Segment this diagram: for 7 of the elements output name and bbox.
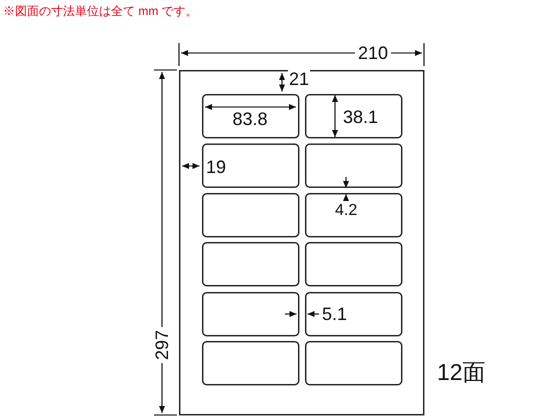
dimension-value: 21 (288, 70, 310, 88)
dimension-value: 5.1 (321, 305, 348, 323)
dimension-value: 297 (153, 326, 172, 364)
label-count: 12面 (436, 361, 487, 384)
dimension-value: 19 (205, 158, 228, 176)
dimension-value: 38.1 (342, 108, 380, 126)
dimension-value: 210 (355, 44, 392, 62)
